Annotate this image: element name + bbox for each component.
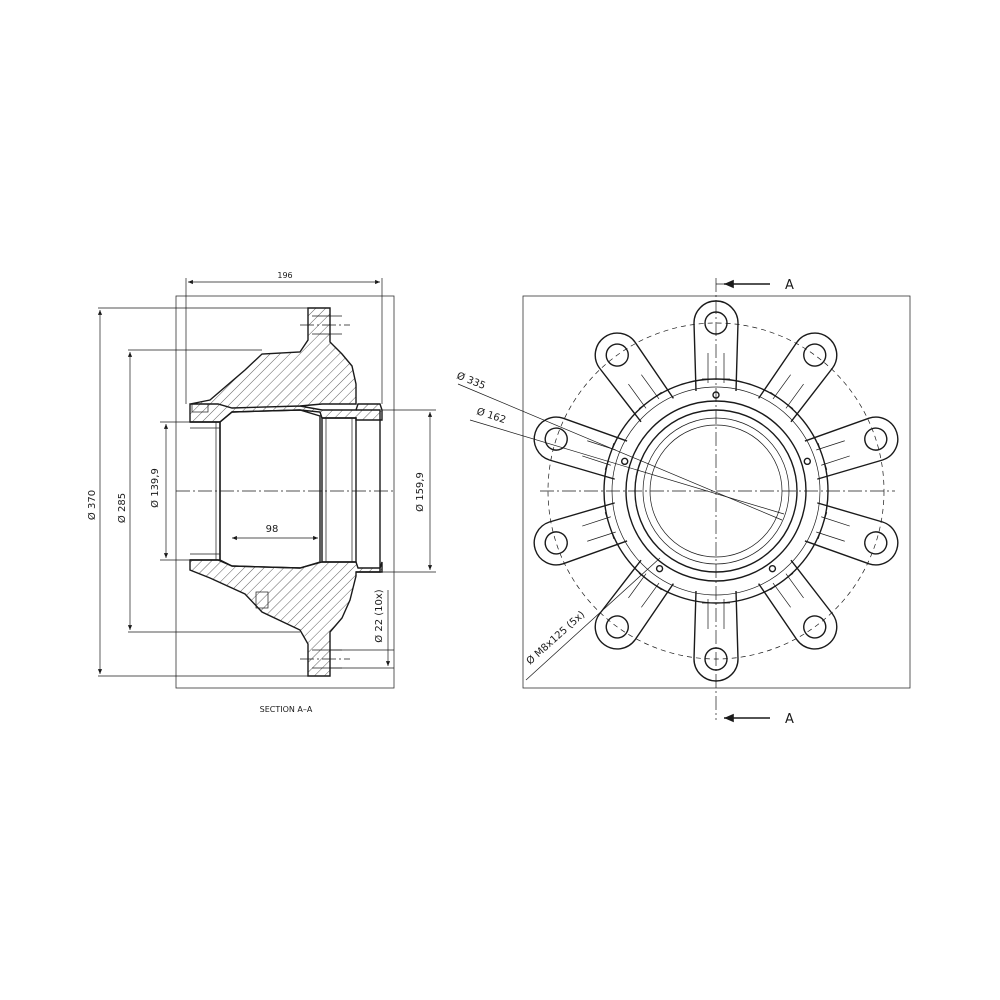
arm-rib: [582, 440, 616, 470]
bolt-hole: [864, 427, 888, 451]
front-view: A A Ø 335 Ø 162 Ø M8x125 (5x): [455, 278, 911, 727]
bolt-hole: [704, 647, 728, 671]
hub-inner-bore: [642, 417, 790, 565]
flange-arms: [533, 300, 899, 682]
threaded-hole: [620, 457, 629, 466]
dim-370-label: Ø 370: [86, 490, 98, 520]
arm-rib: [582, 512, 616, 542]
threaded-hole: [803, 457, 812, 466]
dim-159-9-label: Ø 159,9: [414, 472, 426, 512]
bore-right: [321, 417, 357, 563]
dim-285-label: Ø 285: [116, 493, 128, 523]
section-view: Ø 370 Ø 285 Ø 139,9 196 98 Ø 159,9 Ø 22 …: [86, 271, 436, 714]
leader-162: [469, 419, 785, 515]
section-caption: SECTION A–A: [260, 705, 313, 714]
arm-outline: [594, 559, 674, 650]
bolt-hole: [605, 615, 629, 639]
hub-outer: [603, 378, 829, 604]
bolt-hole: [803, 615, 827, 639]
dim-22-label: Ø 22 (10x): [373, 589, 385, 642]
bolt-circle: [547, 322, 885, 660]
dim-196-label: 196: [277, 271, 292, 280]
thread-note-label: Ø M8x125 (5x): [524, 609, 587, 668]
arm-outline: [693, 300, 739, 392]
flange-arm: [804, 416, 899, 480]
front-frame: [522, 295, 911, 689]
bolt-hole: [544, 531, 568, 555]
bore-middle: [219, 409, 321, 569]
bolt-hole: [605, 343, 629, 367]
arm-rib: [816, 440, 850, 470]
section-frame: [175, 295, 395, 689]
threaded-hole: [712, 391, 720, 399]
arm-rib: [816, 512, 850, 542]
hub-bore-ring: [625, 400, 807, 582]
dim-139-9-label: Ø 139,9: [149, 468, 161, 508]
bolt-hole: [544, 427, 568, 451]
groove-notch: [191, 403, 209, 413]
threaded-holes: [620, 391, 812, 573]
section-mark-bottom: A: [785, 712, 794, 727]
threaded-hole: [655, 564, 664, 573]
hub-center-bore: [634, 409, 798, 573]
hub-ring: [611, 386, 821, 596]
bolt-hole: [803, 343, 827, 367]
arm-outline: [693, 590, 739, 682]
arm-outline: [758, 559, 838, 650]
flange-arm: [594, 559, 674, 650]
arm-outline: [533, 502, 628, 566]
section-lower-half: [189, 559, 383, 677]
flange-arm: [758, 332, 838, 423]
arm-outline: [533, 416, 628, 480]
arm-outline: [804, 416, 899, 480]
arm-outline: [594, 332, 674, 423]
section-mark-top: A: [785, 278, 794, 293]
leader-335: [457, 383, 783, 521]
dim-335-label: Ø 335: [455, 370, 487, 392]
flange-arm: [594, 332, 674, 423]
lug-notch: [255, 591, 269, 609]
threaded-hole: [768, 564, 777, 573]
bolt-hole: [864, 531, 888, 555]
arm-outline: [804, 502, 899, 566]
hub-inner-bore-edge: [649, 424, 783, 558]
dim-98-label: 98: [266, 524, 279, 535]
leader-thread: [525, 557, 661, 681]
flange-arm: [758, 559, 838, 650]
bolt-hole: [704, 311, 728, 335]
arm-outline: [758, 332, 838, 423]
section-upper-half: [189, 307, 383, 423]
